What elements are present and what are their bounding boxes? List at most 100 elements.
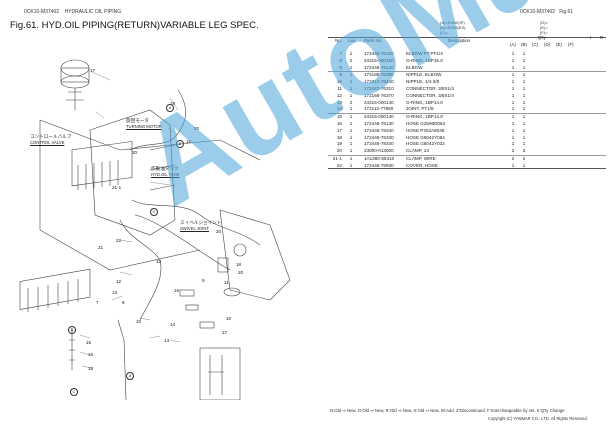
- turning-motor-en-label: TURNING MOTOR: [126, 124, 162, 129]
- row-lev: 1: [349, 120, 353, 126]
- row-lev: 1: [349, 92, 353, 98]
- row-lev: 1: [349, 155, 353, 161]
- header-col-e: (E): [556, 42, 562, 47]
- table-bottom-rule: [328, 168, 606, 169]
- row-qty-b: 2: [522, 155, 526, 161]
- row-part-number: 172446-76330: [364, 134, 394, 140]
- row-description: CLAMP, 13: [406, 148, 429, 154]
- row-lev: 1: [349, 114, 353, 120]
- row-description: O-RING, 1BP14.0: [406, 114, 443, 120]
- row-part-number: 172447-76310: [364, 85, 394, 91]
- row-qty-a: 1: [511, 134, 515, 140]
- row-qty-b: 1: [522, 162, 526, 168]
- row-part-number: 172446-78930: [364, 162, 394, 168]
- row-qty-b: 1: [522, 120, 526, 126]
- callout-number: 10: [226, 316, 232, 321]
- row-qty-b: 3: [522, 148, 526, 154]
- row-no: 22: [336, 162, 342, 168]
- fitting-right-4: [199, 321, 215, 329]
- row-part-number: 172312-76240: [364, 79, 394, 85]
- header-left: 0CK10-M37402 HYDRAULIC OIL PIPING: [24, 9, 121, 15]
- motor-shaft-lines: [66, 88, 84, 110]
- exploded-parts-diagram: [19, 59, 291, 400]
- callout-number: 16: [88, 352, 94, 357]
- marker-circle: C: [70, 388, 78, 396]
- row-qty-a: 1: [511, 106, 515, 112]
- row-qty-b: 1: [522, 92, 526, 98]
- row-qty-a: 1: [511, 99, 515, 105]
- table-top-rule: [328, 37, 606, 38]
- header-col-b: (B): [521, 42, 527, 47]
- row-lev: 1: [349, 51, 353, 56]
- hose-line-4: [134, 214, 231, 271]
- turning-motor-jp-label: 旋回モータ: [126, 118, 149, 123]
- row-description: CONNECTOR, 3/8X1/4: [406, 85, 454, 91]
- row-lev: 1: [349, 141, 353, 147]
- row-no: 8: [339, 57, 342, 63]
- callout-number: 19: [170, 101, 176, 106]
- swivel-joint-en-label: SWIVEL JOINT: [180, 226, 209, 231]
- callout-number: 7: [96, 300, 99, 305]
- tank-rib-lines: [149, 144, 176, 191]
- row-no: 10: [336, 79, 342, 85]
- row-qty-a: 3: [511, 148, 515, 154]
- marker-circle: A: [166, 104, 174, 112]
- header-qty: Q'ty: [538, 35, 546, 40]
- parts-table-header: No. Lev. Parts No. Description Q'ty I R …: [328, 35, 606, 51]
- row-qty-b: 1: [522, 64, 526, 70]
- callout-number: 17: [90, 68, 96, 73]
- row-description: ELBOW: [406, 64, 423, 70]
- row-lev: 1: [349, 85, 353, 91]
- hose-line-1: [129, 89, 186, 151]
- swivel-joint-jp-label: スイベルジョイント: [180, 220, 222, 225]
- row-part-number: 24315-000140: [364, 114, 394, 120]
- row-description: CONNECTOR, 3/8X1/4: [406, 92, 454, 98]
- row-qty-a: 1: [511, 141, 515, 147]
- lower-hose-long: [117, 319, 127, 400]
- row-lev: 1: [349, 134, 353, 140]
- row-lev: 1: [349, 162, 353, 168]
- row-description: COVER, HOSE: [406, 162, 438, 168]
- row-qty-a: 1: [511, 51, 515, 56]
- callout-number: 20: [216, 229, 222, 234]
- row-qty-a: 1: [511, 114, 515, 120]
- row-lev: 2: [349, 99, 353, 105]
- callout-number: 17: [222, 330, 228, 335]
- callout-number: 9: [202, 278, 205, 283]
- row-part-number: 23000-013000: [364, 148, 394, 154]
- callout-number: 18: [88, 366, 94, 371]
- hose-fitting-right: [223, 287, 241, 297]
- row-lev: 1: [349, 72, 353, 78]
- page-title: Fig.61. HYD.OIL PIPING(RETURN)VARIABLE L…: [10, 20, 259, 31]
- header-col-a: (A): [510, 42, 516, 47]
- model-codes-right: (D)= (E)= (F)=: [540, 20, 548, 35]
- footer-copyright: Copyright (C) YANMAR CO., LTD. All Right…: [488, 416, 588, 421]
- row-part-number: 172185-76390: [364, 72, 394, 78]
- callout-number: 13: [112, 290, 118, 295]
- row-lev: 2: [349, 57, 353, 63]
- row-qty-a: 1: [511, 127, 515, 133]
- callout-number: 21-1: [112, 185, 122, 190]
- header-section: HYDRAULIC OIL PIPING: [64, 9, 122, 15]
- row-part-number: 24315-000140: [364, 99, 394, 105]
- row-description: JOINT, PT1/8: [406, 106, 434, 112]
- detail-inset-box: [199, 347, 241, 400]
- header-col-c: (C): [532, 42, 539, 47]
- row-description: CLAMP, WIRE: [406, 155, 436, 161]
- row-qty-b: 1: [522, 141, 526, 147]
- row-no: 12: [336, 92, 342, 98]
- parts-table: No. Lev. Parts No. Description Q'ty I R …: [328, 35, 606, 170]
- row-no: 13: [336, 99, 342, 105]
- callout-number: 10: [136, 319, 142, 324]
- row-no: 15: [336, 114, 342, 120]
- model-codes-left: (A)=SV08(JP) (B)=SV08(EX) (C)=: [440, 20, 465, 35]
- row-no: 19: [336, 141, 342, 147]
- row-qty-a: 1: [511, 162, 515, 168]
